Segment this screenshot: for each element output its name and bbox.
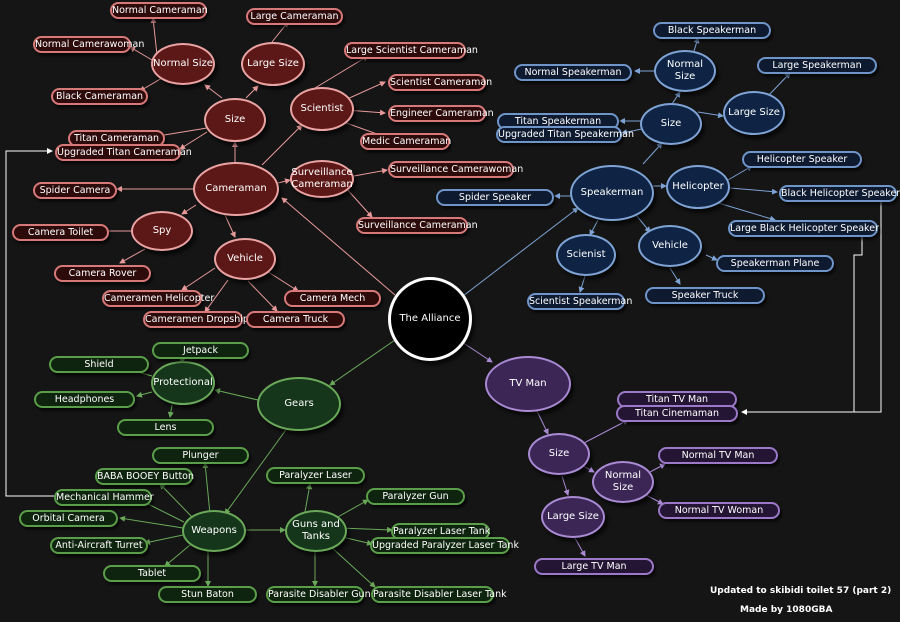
surveillance-cameraman-label: Surveillance Cameraman bbox=[356, 217, 478, 234]
helicopter-speaker-label: Helicopter Speaker bbox=[742, 151, 862, 168]
normal-speakerman-label: Normal Speakerman bbox=[514, 64, 632, 81]
surveillance-node: Surveillance Cameraman bbox=[290, 160, 354, 198]
cameraman-scientist-node: Scientist bbox=[290, 87, 354, 131]
camera-mech-label: Camera Mech bbox=[284, 290, 381, 307]
speakerman-helicopter-node: Helicopter bbox=[666, 165, 730, 209]
tablet-label: Tablet bbox=[103, 565, 201, 582]
normal-camerawoman-label: Normal Camerawoman bbox=[33, 36, 144, 53]
plunger-label: Plunger bbox=[152, 447, 249, 464]
cameraman-vehicle-node: Vehicle bbox=[214, 238, 276, 280]
speakerman-plane-label: Speakerman Plane bbox=[716, 255, 834, 272]
gears-node: Gears bbox=[257, 377, 341, 431]
medic-cameraman-label: Medic Cameraman bbox=[360, 133, 451, 150]
lens-label: Lens bbox=[117, 419, 214, 436]
update-note: Updated to skibidi toilet 57 (part 2) bbox=[710, 586, 892, 596]
orbital-camera-label: Orbital Camera bbox=[19, 510, 118, 527]
tvman-normal-size-node: Normal Size bbox=[592, 461, 654, 503]
large-black-helicopter-speaker-label: Large Black Helicopter Speaker bbox=[728, 220, 879, 237]
cameramen-helicopter-label: Cameramen Helicopter bbox=[102, 290, 214, 307]
titan-cinemaman-label: Titan Cinemaman bbox=[616, 405, 738, 422]
author-credit: Made by 1080GBA bbox=[740, 605, 833, 615]
large-scientist-cameraman-label: Large Scientist Cameraman bbox=[344, 42, 478, 59]
cameramen-dropship-label: Cameramen Dropship bbox=[143, 311, 249, 328]
tvman-size-node: Size bbox=[528, 433, 590, 475]
protectional-node: Protectional bbox=[151, 361, 215, 405]
camera-truck-label: Camera Truck bbox=[246, 311, 345, 328]
alliance-center-node: The Alliance bbox=[388, 277, 472, 361]
parasite-disabler-gun-label: Parasite Disabler Gun bbox=[266, 586, 371, 603]
guns-and-tanks-node: Guns and Tanks bbox=[285, 510, 347, 552]
cameraman-normal-size-node: Normal Size bbox=[151, 43, 215, 85]
normal-tv-man-label: Normal TV Man bbox=[658, 447, 778, 464]
engineer-cameraman-label: Engineer Cameraman bbox=[388, 105, 494, 122]
mechanical-hammer-label: Mechanical Hammer bbox=[54, 489, 154, 506]
scientist-speakerman-label: Scientist Speakerman bbox=[527, 293, 632, 310]
baba-booey-button-label: BABA BOOEY Button bbox=[95, 468, 194, 485]
tvman-large-size-node: Large Size bbox=[541, 496, 605, 538]
camera-rover-label: Camera Rover bbox=[54, 265, 151, 282]
anti-aircraft-turret-label: Anti-Aircraft Turret bbox=[50, 537, 148, 554]
upgraded-paralyzer-laser-tank-label: Upgraded Paralyzer Laser Tank bbox=[370, 537, 519, 554]
normal-tv-woman-label: Normal TV Woman bbox=[658, 502, 780, 519]
paralyzer-laser-label: Paralyzer Laser bbox=[266, 467, 365, 484]
scientist-cameraman-label: Scientist Cameraman bbox=[388, 74, 492, 91]
cameraman-node: Cameraman bbox=[193, 162, 279, 216]
spider-speaker-label: Spider Speaker bbox=[436, 189, 554, 206]
speakerman-large-size-node: Large Size bbox=[723, 91, 785, 135]
black-cameraman-label: Black Cameraman bbox=[51, 88, 148, 105]
upgraded-titan-speakerman-label: Upgraded Titan Speakerman bbox=[496, 126, 634, 143]
cameraman-size-node: Size bbox=[204, 98, 266, 142]
speaker-truck-label: Speaker Truck bbox=[645, 287, 765, 304]
jetpack-label: Jetpack bbox=[152, 342, 249, 359]
speakerman-size-node: Size bbox=[640, 103, 702, 145]
spy-node: Spy bbox=[131, 211, 193, 251]
shield-label: Shield bbox=[49, 356, 149, 373]
surveillance-camerawoman-label: Surveillance Camerawoman bbox=[388, 161, 523, 178]
speakerman-vehicle-node: Vehicle bbox=[638, 225, 702, 267]
stun-baton-label: Stun Baton bbox=[158, 586, 257, 603]
upgraded-titan-cameraman-label: Upgraded Titan Cameraman bbox=[55, 144, 192, 161]
large-speakerman-label: Large Speakerman bbox=[757, 57, 877, 74]
speakerman-scientist-node: Scienist bbox=[556, 234, 616, 276]
tvman-node: TV Man bbox=[485, 356, 571, 412]
black-speakerman-label: Black Speakerman bbox=[653, 22, 771, 39]
weapons-node: Weapons bbox=[182, 510, 246, 552]
large-cameraman-label: Large Cameraman bbox=[246, 8, 343, 25]
normal-cameraman-label: Normal Cameraman bbox=[110, 2, 208, 19]
speakerman-node: Speakerman bbox=[570, 165, 654, 221]
camera-toilet-label: Camera Toilet bbox=[12, 224, 109, 241]
speakerman-normal-size-node: Normal Size bbox=[654, 50, 716, 92]
paralyzer-gun-label: Paralyzer Gun bbox=[366, 488, 465, 505]
cameraman-large-size-node: Large Size bbox=[241, 42, 305, 86]
headphones-label: Headphones bbox=[34, 391, 135, 408]
parasite-disabler-laser-tank-label: Parasite Disabler Laser Tank bbox=[371, 586, 507, 603]
large-tv-man-label: Large TV Man bbox=[534, 558, 654, 575]
spider-camera-label: Spider Camera bbox=[33, 182, 117, 199]
black-helicopter-speaker-label: Black Helicopter Speaker bbox=[779, 185, 900, 202]
